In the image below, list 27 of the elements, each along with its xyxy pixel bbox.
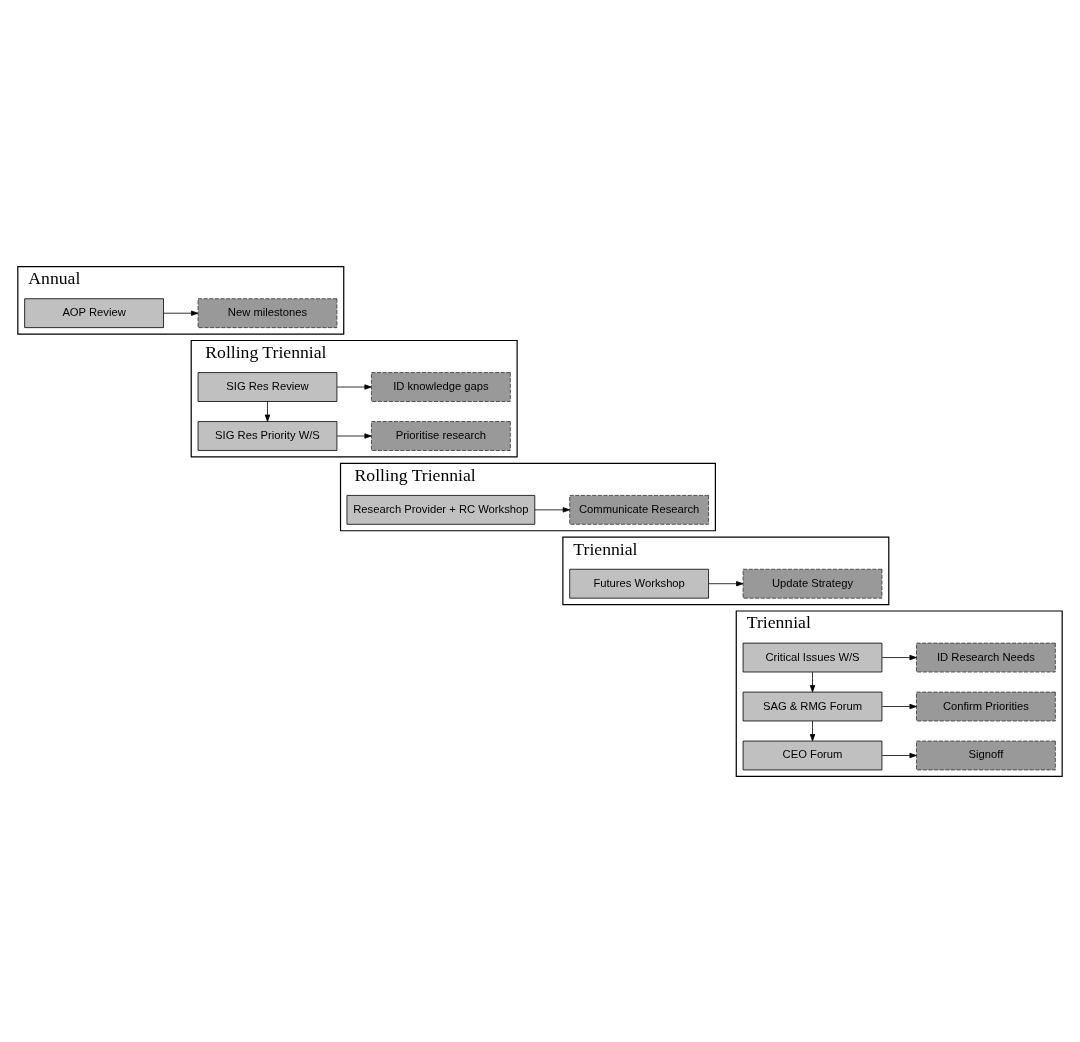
node-box: Prioritise research [371,420,511,451]
arrow [881,654,917,660]
arrow [163,310,199,316]
arrow [708,580,744,586]
arrow [881,752,917,758]
arrow [336,383,372,390]
node-box: SIG Res Review [197,371,338,402]
arrow [534,506,570,512]
node-box: AOP Review [24,297,164,328]
node-box: Critical Issues W/S [742,642,883,672]
node-box: Confirm Priorities [916,691,1056,721]
node-box: Communicate Research [569,494,709,525]
node-box: SAG & RMG Forum [742,691,883,721]
arrow [881,703,917,709]
node-box: Futures Workshop [569,568,709,599]
node-box: ID knowledge gaps [371,371,511,402]
node-box: New milestones [197,297,338,328]
node-box: Update Strategy [742,568,883,599]
arrow [264,400,271,422]
arrow [336,432,372,439]
node-box: ID Research Needs [916,642,1056,672]
arrow [809,720,816,741]
node-box: SIG Res Priority W/S [197,420,338,451]
arrow [809,671,816,692]
node-box: Research Provider + RC Workshop [346,494,536,525]
node-box: Signoff [916,740,1056,770]
node-box: CEO Forum [742,740,883,770]
